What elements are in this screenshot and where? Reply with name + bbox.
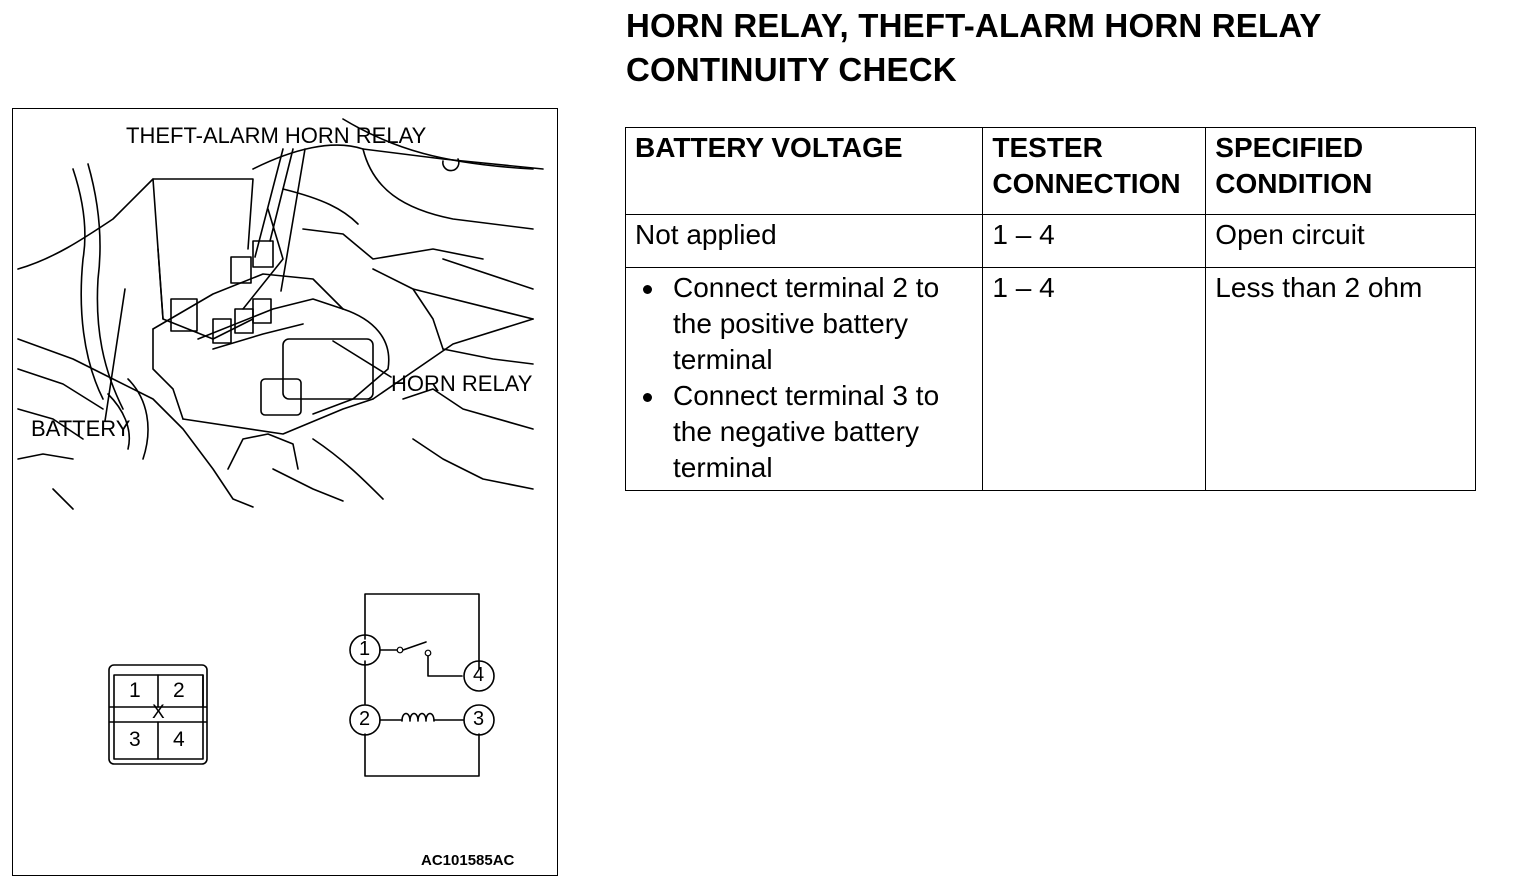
row2-tester-connection: 1 – 4	[982, 267, 1207, 491]
engine-bay-illustration	[17, 118, 544, 777]
row1-specified-condition: Open circuit	[1205, 214, 1476, 268]
connector-terminal-1: 1	[129, 679, 141, 702]
step-text: Connect terminal 2 to the positive batte…	[673, 272, 940, 375]
connector-mark: X	[152, 702, 165, 723]
page-title: HORN RELAY, THEFT-ALARM HORN RELAY CONTI…	[626, 4, 1322, 92]
list-item: Connect terminal 3 to the negative batte…	[643, 378, 974, 486]
title-line-2: CONTINUITY CHECK	[626, 51, 957, 88]
connector-terminal-2: 2	[173, 679, 185, 702]
row2-battery-voltage: Connect terminal 2 to the positive batte…	[624, 267, 984, 491]
bullet-icon	[643, 285, 652, 294]
row1-tester-connection: 1 – 4	[982, 214, 1207, 268]
bullet-icon	[643, 393, 652, 402]
schematic-terminal-2: 2	[359, 708, 371, 730]
list-item: Connect terminal 2 to the positive batte…	[643, 270, 974, 378]
continuity-check-table: BATTERY VOLTAGE TESTER CONNECTION SPECIF…	[624, 127, 1476, 491]
relay-location-figure: THEFT-ALARM HORN RELAY HORN RELAY BATTER…	[12, 108, 558, 876]
table-row: Connect terminal 2 to the positive batte…	[624, 267, 1476, 491]
step-text: Connect terminal 3 to the negative batte…	[673, 380, 940, 483]
schematic-terminal-4: 4	[473, 664, 485, 686]
row2-specified-condition: Less than 2 ohm	[1205, 267, 1476, 491]
schematic-terminal-1: 1	[359, 638, 371, 660]
header-battery-voltage: BATTERY VOLTAGE	[624, 127, 984, 215]
header-tester-connection: TESTER CONNECTION	[982, 127, 1207, 215]
connector-terminal-3: 3	[129, 728, 141, 751]
connector-terminal-4: 4	[173, 728, 185, 751]
header-specified-condition: SPECIFIED CONDITION	[1205, 127, 1476, 215]
schematic-terminal-3: 3	[473, 708, 485, 730]
table-header-row: BATTERY VOLTAGE TESTER CONNECTION SPECIF…	[624, 127, 1476, 215]
battery-label: BATTERY	[31, 416, 131, 441]
row1-battery-voltage: Not applied	[624, 214, 984, 268]
table-row: Not applied 1 – 4 Open circuit	[624, 214, 1476, 268]
figure-id: AC101585AC	[421, 852, 515, 869]
title-line-1: HORN RELAY, THEFT-ALARM HORN RELAY	[626, 7, 1322, 44]
horn-relay-label: HORN RELAY	[391, 371, 533, 396]
theft-alarm-horn-relay-label: THEFT-ALARM HORN RELAY	[126, 123, 427, 148]
battery-voltage-steps: Connect terminal 2 to the positive batte…	[635, 270, 974, 486]
